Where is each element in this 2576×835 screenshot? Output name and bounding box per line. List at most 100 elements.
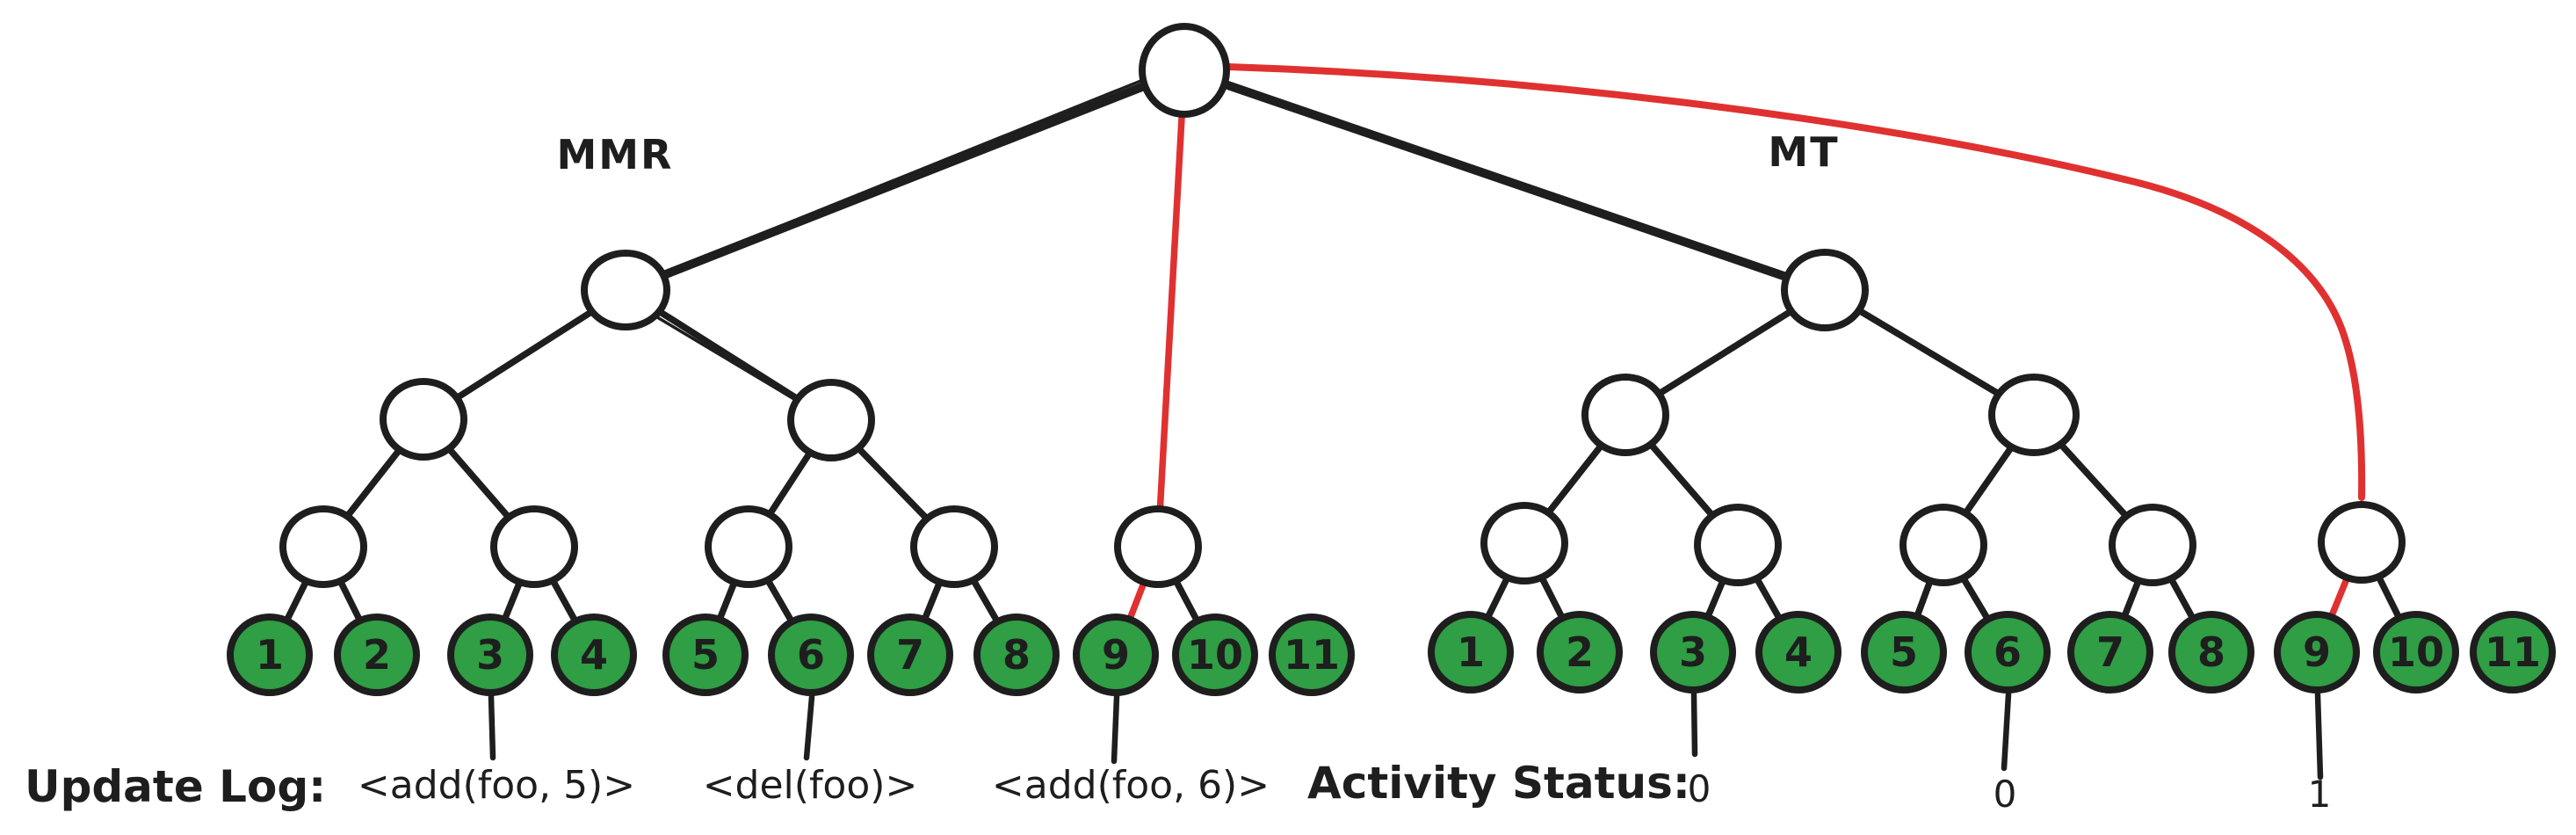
mt-pointer-line-leaf-3 [1690, 691, 1698, 758]
mt-edge-p1-p2r [1852, 305, 2006, 399]
mmr-leaf-label-11: 11 [1284, 631, 1340, 679]
mmr-leaf-label-2: 2 [363, 631, 391, 679]
mmr-leaf-9 [1073, 614, 1159, 696]
mt-internal-node-p3a [1480, 502, 1568, 584]
mt-edge-p3a-L1 [1538, 572, 1567, 624]
mt-internal-node-p3d [2109, 504, 2196, 586]
mmr-edge-p3b-L3 [548, 575, 580, 627]
mmr-pointer-line-leaf-3 [488, 693, 496, 761]
mmr-leaf-label-10: 10 [1187, 631, 1243, 679]
mmr-pointer-line-leaf-9 [1111, 693, 1120, 765]
mmr-highlight-edge-p3e-L8 [1125, 577, 1148, 625]
mt-edge-p3e-L9 [2374, 571, 2404, 624]
root-node [1139, 23, 1230, 118]
mt-leaf-8 [2168, 611, 2254, 693]
mt-leaf-2 [1537, 611, 1623, 693]
mt-leaf-6 [1965, 611, 2051, 693]
mmr-leaf-4 [551, 614, 637, 696]
mmr-leaf-6 [768, 614, 854, 696]
mt-leaf-label-2: 2 [1566, 628, 1594, 676]
mmr-internal-node-p3e [1114, 505, 1202, 588]
mmr-tree-label: MMR [557, 131, 674, 178]
mmr-leaf-label-3: 3 [476, 631, 504, 679]
mmr-edge-p2r-p3d [853, 443, 932, 524]
mmr-internal-node-p1 [581, 250, 670, 330]
mt-edge-p2l-p3a [1543, 439, 1607, 519]
mmr-edge-p2l-p3a [342, 444, 405, 522]
mmr-pointer-line-leaf-6 [803, 693, 815, 761]
mmr-leaf-5 [662, 614, 749, 696]
mmr-leaf-2 [334, 614, 420, 696]
mt-leaf-7 [2067, 611, 2153, 693]
mt-edge-p3d-L7 [2167, 573, 2198, 624]
mt-leaf-1 [1428, 611, 1514, 693]
mt-edge-p2r-p3d [2055, 439, 2131, 522]
mmr-edge-p3a-L1 [336, 576, 365, 627]
mmr-leaf-8 [973, 614, 1060, 696]
mmr-edge-p3c-L5 [763, 575, 797, 628]
mt-internal-node-p3b [1694, 504, 1782, 586]
mmr-leaf-label-4: 4 [580, 631, 608, 679]
update-log-label: Update Log: [25, 761, 326, 812]
status-value-1: 0 [1688, 767, 1711, 810]
mt-leaf-label-3: 3 [1679, 628, 1707, 676]
mmr-highlight-edge-root-p3e [1156, 107, 1186, 514]
mmr-leaf-label-8: 8 [1002, 631, 1031, 679]
update-log-entry-3: <add(foo, 6)> [992, 763, 1270, 808]
mt-leaf-5 [1861, 611, 1947, 693]
mt-edge-p2r-p3c [1960, 442, 2016, 519]
mt-edge-p2l-p3b [1646, 439, 1718, 521]
mt-internal-node-p3e [2318, 501, 2406, 584]
mmr-edge-p1-p2l [451, 306, 598, 403]
mt-leaf-label-9: 9 [2303, 628, 2331, 676]
mmr-leaf-label-1: 1 [256, 631, 284, 679]
mmr-leaf-11 [1269, 614, 1355, 696]
mmr-leaf-label-5: 5 [691, 631, 720, 679]
mmr-leaf-7 [867, 614, 953, 696]
mt-edge-p3c-L4 [1913, 576, 1935, 622]
mt-leaf-4 [1755, 611, 1842, 693]
mt-internal-node-p3c [1899, 504, 1987, 586]
mmr-leaf-3 [447, 614, 533, 696]
mmr-leaf-label-9: 9 [1102, 631, 1130, 679]
mt-edge-p3c-L5 [1958, 572, 1993, 625]
mt-edge-p3b-L3 [1752, 573, 1784, 625]
mt-leaf-10 [2373, 611, 2459, 693]
mmr-leaf-1 [227, 614, 313, 696]
mt-pointer-line-leaf-6 [2001, 691, 2012, 772]
mt-internal-node-p2r [1988, 374, 2080, 456]
mt-edge-p1-p2l [1653, 306, 1798, 399]
mmr-edge-root-p1 [655, 80, 1152, 281]
mmr-leaf-label-7: 7 [896, 631, 924, 679]
update-log-entry-2: <del(foo)> [703, 763, 918, 808]
mmr-internal-node-p3b [490, 505, 578, 588]
root-to-mt-highlight-curve [1225, 63, 2366, 501]
mt-highlight-edge-p3e-L8 [2326, 572, 2352, 622]
status-value-2: 0 [1994, 773, 2017, 816]
mt-leaf-label-4: 4 [1784, 628, 1813, 676]
mt-leaf-label-11: 11 [2485, 628, 2541, 676]
mt-edge-p3d-L6 [2120, 575, 2143, 622]
update-log-entry-1: <add(foo, 5)> [358, 763, 635, 808]
mt-leaf-11 [2470, 611, 2556, 693]
mmr-leaf-10 [1172, 614, 1258, 696]
text-layer: MMR MT Update Log: <add(foo, 5)> <del(fo… [25, 128, 2331, 816]
mt-edge-p3a-L0 [1483, 572, 1512, 623]
mt-internal-node-p1 [1781, 249, 1869, 331]
mt-leaf-label-8: 8 [2197, 628, 2225, 676]
mt-leaf-label-6: 6 [1994, 628, 2022, 676]
mt-leaf-9 [2274, 611, 2360, 693]
mt-leaf-3 [1650, 611, 1736, 693]
mmr-edge-p2l-p3b [444, 443, 514, 523]
mmr-internal-node-p3c [705, 505, 792, 588]
mmr-edge-p3d-L7 [968, 575, 1002, 628]
mt-leaf-label-10: 10 [2388, 628, 2444, 676]
mt-leaf-label-5: 5 [1890, 628, 1918, 676]
mt-internal-node-p2l [1581, 374, 1669, 456]
mmr-internal-node-p3a [279, 505, 367, 588]
mmr-edge-p2r-p3c [764, 447, 815, 519]
mt-edge-p3b-L2 [1704, 575, 1727, 622]
